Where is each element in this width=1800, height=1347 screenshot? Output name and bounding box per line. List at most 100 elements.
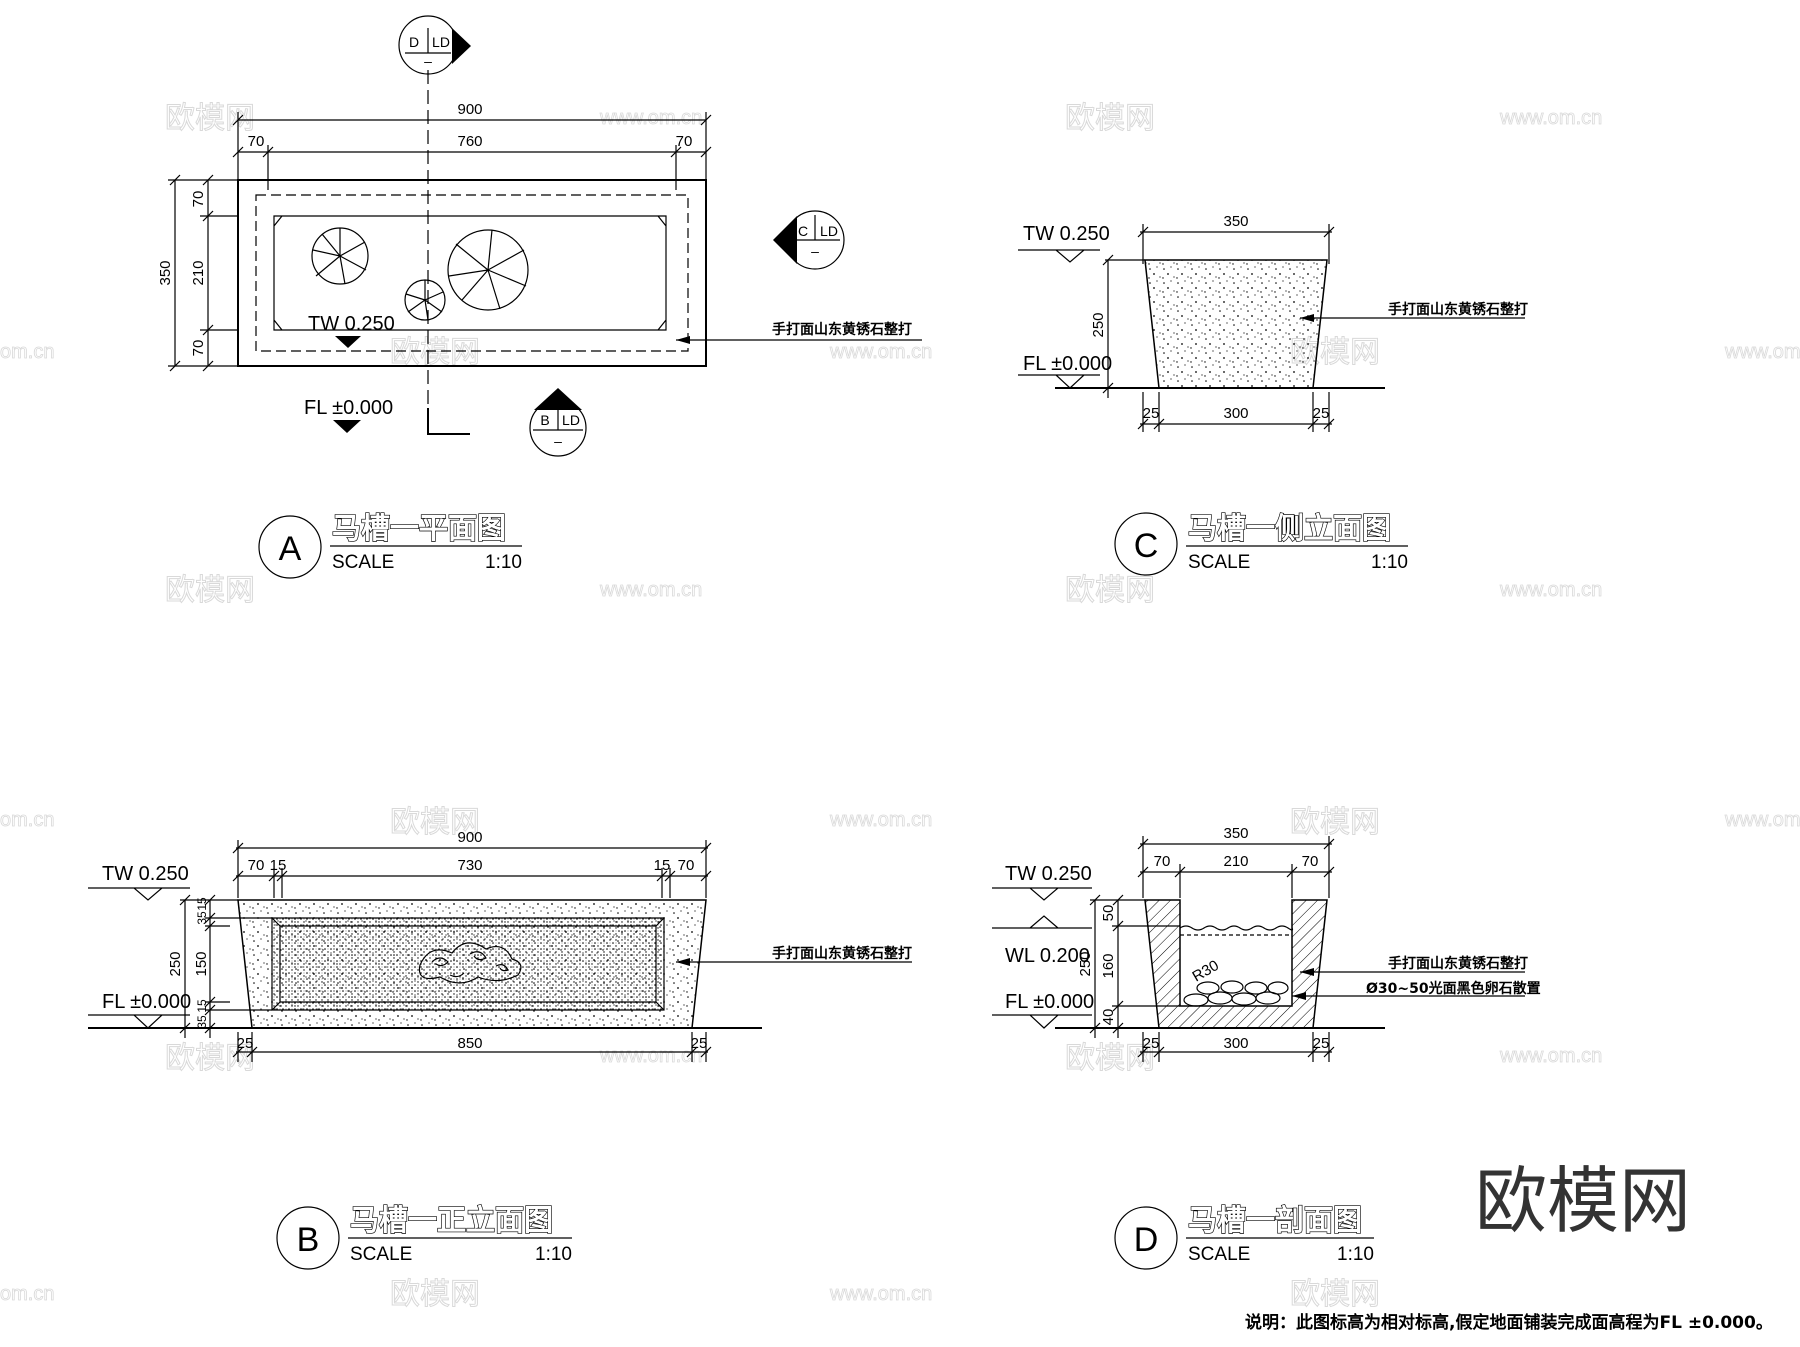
dim-label: 210 xyxy=(190,260,207,285)
watermark: www.om.cn xyxy=(1499,107,1602,129)
water-surface xyxy=(1179,925,1294,931)
dim-label: 70 xyxy=(190,191,207,208)
dim-label: 70 xyxy=(248,133,265,150)
marker-dash: – xyxy=(554,433,562,449)
watermark: www.om.cn xyxy=(599,579,702,601)
view-letter: A xyxy=(279,530,302,568)
dim-label: 250 xyxy=(1090,312,1107,337)
footnote: 说明：此图标高为相对标高,假定地面铺装完成面高程为FL ±0.000。 xyxy=(1245,1312,1773,1333)
radius-note: R30 xyxy=(1190,957,1222,985)
level-fl: FL ±0.000 xyxy=(1023,353,1112,375)
front-elevation-view: 900 70 15 730 15 70 250 15 35 150 15 35 xyxy=(88,829,912,1270)
section-marker-d: D LD – xyxy=(398,15,471,75)
watermark: www.om.cn xyxy=(599,107,702,129)
dim-label: 760 xyxy=(457,133,482,150)
watermark: 欧模网 xyxy=(390,335,480,370)
dim-label: 25 xyxy=(691,1035,708,1052)
dim-label: 350 xyxy=(1223,825,1248,842)
dim-label: 15 xyxy=(195,999,209,1013)
dim-label: 70 xyxy=(1302,853,1319,870)
watermark: 欧模网 xyxy=(390,805,480,840)
dim-label: 250 xyxy=(167,951,184,976)
marker-sheet: LD xyxy=(820,223,838,239)
section-marker-b: B LD – xyxy=(529,388,587,457)
marker-letter: B xyxy=(540,412,549,428)
scale-label: SCALE xyxy=(350,1244,412,1265)
watermark: om.cn xyxy=(0,809,54,831)
dim-label: 15 xyxy=(654,857,671,874)
dim-label: 300 xyxy=(1223,405,1248,422)
material-note: 手打面山东黄锈石整打 xyxy=(1388,955,1528,972)
level-symbol-icon xyxy=(992,1014,1092,1029)
dim-label: 15 xyxy=(195,897,209,911)
marker-dash: – xyxy=(424,53,432,69)
watermark: om.cn xyxy=(0,341,54,363)
watermark: www.om.cn xyxy=(1499,579,1602,601)
dim-label: 70 xyxy=(248,857,265,874)
side-body xyxy=(1144,259,1328,389)
view-title-d: D 马槽一剖面图 SCALE 1:10 xyxy=(1114,1202,1374,1270)
marker-letter: D xyxy=(409,34,419,50)
level-tw: TW 0.250 xyxy=(308,313,395,335)
view-title: 马槽一侧立面图 xyxy=(1188,511,1391,545)
dim-label: 300 xyxy=(1223,1035,1248,1052)
dim-label: 25 xyxy=(1313,405,1330,422)
view-letter: C xyxy=(1134,527,1159,565)
view-title: 马槽一正立面图 xyxy=(350,1203,553,1237)
section-cut-end xyxy=(427,408,470,435)
level-tw: TW 0.250 xyxy=(1005,863,1092,885)
watermark: www.om.cn xyxy=(1499,1045,1602,1067)
level-triangle-icon xyxy=(333,420,361,433)
dim-label: 25 xyxy=(1143,1035,1160,1052)
marker-sheet: LD xyxy=(562,412,580,428)
watermark: www.om.cn xyxy=(829,809,932,831)
view-letter: B xyxy=(297,1221,320,1259)
front-panel-inner xyxy=(271,917,665,1011)
brand-logo: 欧模网 xyxy=(1475,1159,1691,1243)
scale-value: 1:10 xyxy=(1337,1244,1374,1265)
dim-label: 70 xyxy=(676,133,693,150)
scale-value: 1:10 xyxy=(535,1244,572,1265)
level-symbol-icon xyxy=(1018,249,1100,263)
level-fl: FL ±0.000 xyxy=(1005,991,1094,1013)
dim-label: 70 xyxy=(1154,853,1171,870)
dim-label: 70 xyxy=(678,857,695,874)
watermark: 欧模网 xyxy=(1290,1277,1380,1312)
watermark: www.om.cn xyxy=(599,1045,702,1067)
trough-outline xyxy=(237,179,707,367)
dim-label: 850 xyxy=(457,1035,482,1052)
level-symbol-icon xyxy=(88,1014,190,1029)
trough-inner-dashed xyxy=(255,194,689,352)
material-note: 手打面山东黄锈石整打 xyxy=(1388,301,1528,318)
watermark: 欧模网 xyxy=(1290,805,1380,840)
level-tw: TW 0.250 xyxy=(1023,223,1110,245)
watermark: www.om.cn xyxy=(829,341,932,363)
watermark: 欧模网 xyxy=(1065,1041,1155,1076)
watermark: www.om.cn xyxy=(829,1283,932,1305)
watermark: 欧模网 xyxy=(1065,573,1155,608)
dim-label: 70 xyxy=(190,340,207,357)
pebbles-icon xyxy=(1183,980,1289,1007)
level-wl: WL 0.200 xyxy=(1005,945,1090,967)
scale-value: 1:10 xyxy=(485,552,522,573)
dim-label: 50 xyxy=(1100,905,1117,922)
level-symbol-icon xyxy=(88,887,190,901)
dim-label: 150 xyxy=(193,951,210,976)
dim-label: 35 xyxy=(195,911,209,925)
level-symbol-icon xyxy=(1018,374,1100,389)
section-walls xyxy=(1144,899,1328,1029)
pebble-note: Ø30~50光面黑色卵石散置 xyxy=(1366,980,1541,997)
dim-label: 25 xyxy=(1143,405,1160,422)
dim-label: 250 xyxy=(1077,951,1094,976)
watermark: www.om.cn xyxy=(1724,341,1800,363)
dim-label: 210 xyxy=(1223,853,1248,870)
material-note: 手打面山东黄锈石整打 xyxy=(772,945,912,962)
trough-basin xyxy=(273,215,667,331)
view-title-b: B 马槽一正立面图 SCALE 1:10 xyxy=(276,1202,572,1270)
dim-label: 350 xyxy=(157,260,174,285)
view-letter: D xyxy=(1134,1221,1159,1259)
dim-label: 900 xyxy=(457,101,482,118)
section-marker-c: C LD – xyxy=(773,210,845,270)
level-symbol-icon xyxy=(992,887,1092,901)
watermark: om.cn xyxy=(0,1283,54,1305)
